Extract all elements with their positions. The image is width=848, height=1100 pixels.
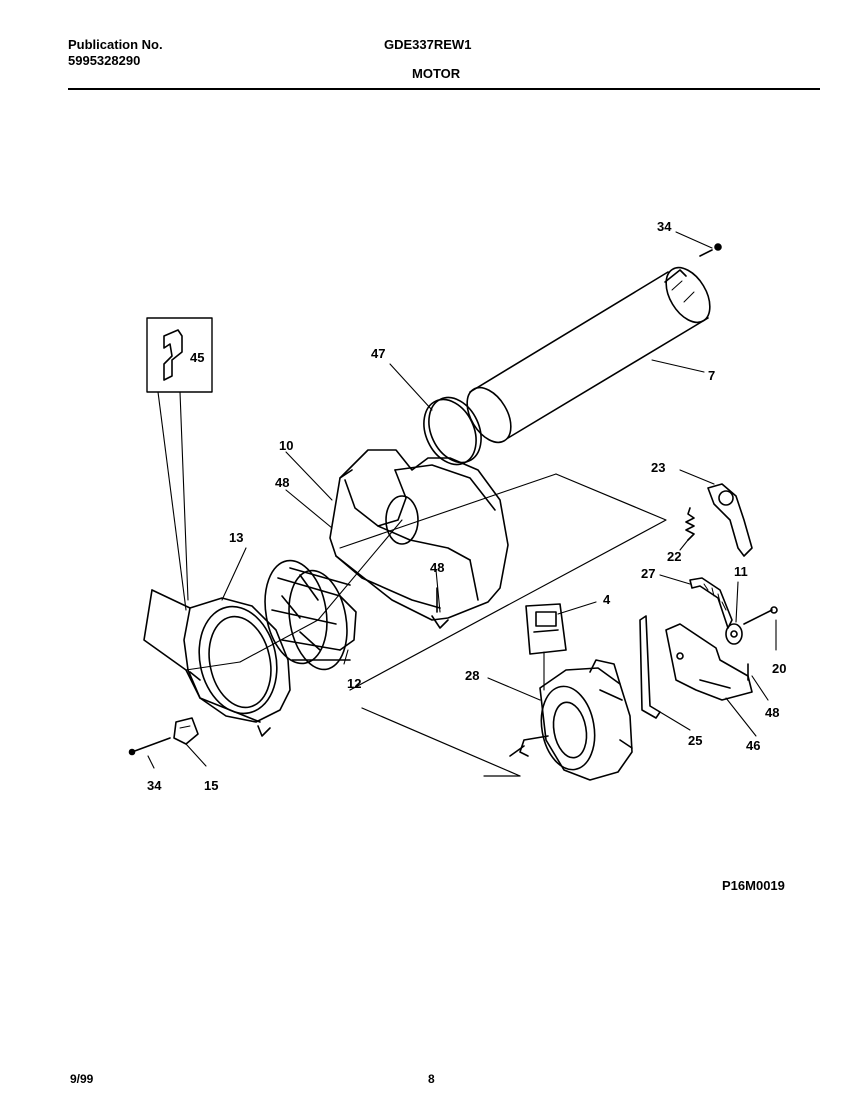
- thermostat-part-15: [173, 717, 199, 745]
- callout-10: 10: [279, 438, 293, 453]
- spring-part-22: [685, 507, 695, 541]
- blower-housing-part-10: [329, 449, 509, 629]
- header-rule: [68, 88, 820, 90]
- blower-cover-part-13: [143, 589, 291, 737]
- callout-7: 7: [708, 368, 715, 383]
- callout-23: 23: [651, 460, 665, 475]
- idler-arm-part-27: [689, 577, 733, 629]
- callout-20: 20: [772, 661, 786, 676]
- callout-25: 25: [688, 733, 702, 748]
- callout-45: 45: [190, 350, 204, 365]
- model-number: GDE337REW1: [384, 37, 472, 52]
- callout-47: 47: [371, 346, 385, 361]
- callout-48-right: 48: [765, 705, 779, 720]
- publication-label: Publication No.: [68, 37, 163, 52]
- callout-27: 27: [641, 566, 655, 581]
- switch-part-4: [525, 603, 567, 655]
- callout-28: 28: [465, 668, 479, 683]
- section-title: MOTOR: [412, 66, 461, 81]
- callout-15: 15: [204, 778, 218, 793]
- bolt-part-20: [743, 606, 778, 625]
- callout-48-left: 48: [275, 475, 289, 490]
- ring-clamp-part-47: [423, 396, 482, 466]
- callout-34-top: 34: [657, 219, 672, 234]
- drive-motor-part-28: [509, 659, 633, 781]
- footer-date: 9/99: [70, 1072, 94, 1086]
- alignment-guide: [349, 473, 667, 777]
- callout-4: 4: [603, 592, 611, 607]
- leader-lines: [147, 231, 777, 769]
- callout-48-mid: 48: [430, 560, 444, 575]
- callout-22: 22: [667, 549, 681, 564]
- callout-12: 12: [347, 676, 361, 691]
- duct-tube-part-7: [466, 266, 711, 444]
- idler-bracket-part-23: [707, 483, 753, 557]
- idler-pulley-part-11: [725, 623, 743, 645]
- publication-number: 5995328290: [68, 53, 141, 68]
- callout-labels: 34 7 47 45 10 48 23 22 13 48 27 11 4 20 …: [147, 219, 786, 793]
- callout-46: 46: [746, 738, 760, 753]
- figure-code: P16M0019: [722, 878, 785, 893]
- callout-11: 11: [734, 564, 748, 579]
- screw-part-34-bottom: [128, 737, 171, 756]
- footer-page-number: 8: [428, 1072, 435, 1086]
- callout-34-bottom: 34: [147, 778, 162, 793]
- blower-wheel-part-12: [264, 559, 357, 671]
- screw-part-34-top: [699, 243, 722, 257]
- callout-13: 13: [229, 530, 243, 545]
